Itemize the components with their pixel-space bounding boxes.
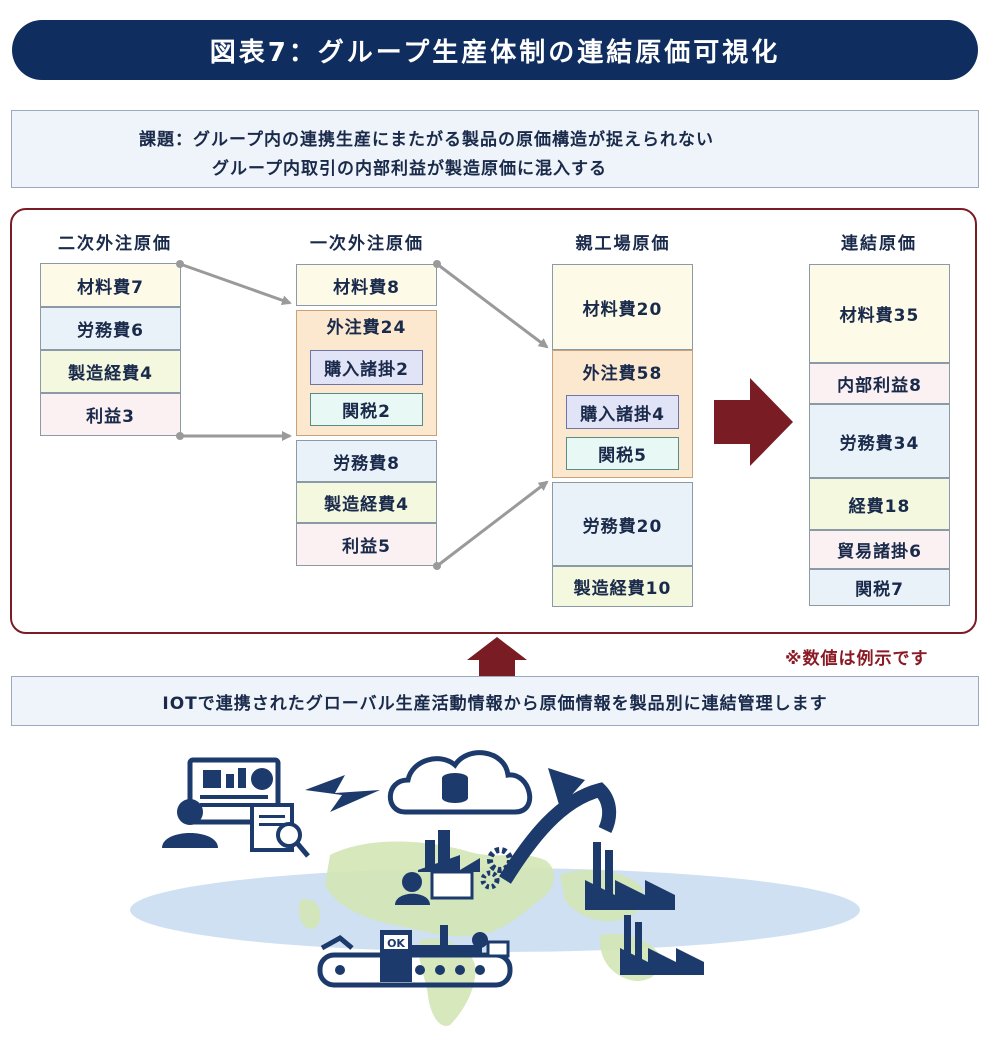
assembly-line-icon: OK — [317, 925, 513, 988]
upward-arrow — [467, 637, 527, 676]
issue-line-2: グループ内取引の内部利益が製造原価に混入する — [212, 159, 607, 179]
consolidated-tariff-cell: 関税7 — [809, 569, 950, 606]
analyst-desk-icon — [162, 757, 310, 858]
consolidated-trade-cell: 貿易諸掛6 — [809, 530, 950, 569]
cost-diagram-frame — [10, 208, 977, 634]
consolidated-expense-cell: 経費18 — [809, 478, 950, 530]
factory-icon-upper — [585, 842, 675, 910]
primary-outsourcing-label: 外注費24 — [326, 318, 407, 338]
primary-material-cell: 材料費8 — [296, 264, 437, 306]
factory-icon-lower — [620, 915, 704, 975]
primary-purchase-cell: 購入諸掛2 — [310, 350, 423, 385]
cloud-database-icon — [387, 750, 533, 815]
secondary-labor-cell: 労務費6 — [40, 307, 181, 350]
ok-sign: OK — [387, 937, 405, 950]
example-note: ※数値は例示です — [785, 649, 929, 669]
secondary-to-primary-arrow-top — [176, 260, 292, 306]
secondary-material-cell: 材料費7 — [40, 263, 181, 307]
primary-tariff-cell: 関税2 — [310, 393, 423, 426]
parent-outsourcing-label: 外注費58 — [582, 364, 663, 384]
secondary-cost-header: 二次外注原価 — [58, 234, 172, 254]
consolidated-labor-cell: 労務費34 — [809, 404, 950, 478]
parent-mfg-cell: 製造経費10 — [552, 566, 693, 607]
consolidated-material-cell: 材料費35 — [809, 264, 950, 363]
parent-purchase-cell: 購入諸掛4 — [566, 395, 679, 429]
secondary-to-primary-arrow-bottom — [176, 431, 292, 441]
consolidated-internal-profit-cell: 内部利益8 — [809, 363, 950, 404]
secondary-profit-cell: 利益3 — [40, 393, 181, 436]
issue-box: 課題：グループ内の連携生産にまたがる製品の原価構造が捉えられない グループ内取引… — [11, 110, 979, 188]
smart-factory-icon — [395, 830, 513, 905]
sync-arrow-icon — [499, 768, 617, 884]
secondary-mfg-cell: 製造経費4 — [40, 350, 181, 393]
issue-line-1: 課題：グループ内の連携生産にまたがる製品の原価構造が捉えられない — [139, 130, 714, 150]
primary-labor-cell: 労務費8 — [296, 440, 437, 482]
primary-mfg-cell: 製造経費4 — [296, 482, 437, 523]
parent-labor-cell: 労務費20 — [552, 482, 693, 566]
iot-caption: IOTで連携されたグローバル生産活動情報から原価情報を製品別に連結管理します — [11, 676, 979, 726]
lightning-icon — [305, 775, 380, 812]
parent-material-cell: 材料費20 — [552, 264, 693, 350]
primary-profit-cell: 利益5 — [296, 523, 437, 566]
consolidation-arrow-right — [714, 378, 793, 466]
primary-cost-header: 一次外注原価 — [310, 234, 424, 254]
parent-cost-header: 親工場原価 — [575, 234, 671, 254]
consolidated-cost-header: 連結原価 — [841, 234, 917, 254]
page-title: 図表7：グループ生産体制の連結原価可視化 — [12, 20, 978, 80]
primary-to-parent-arrow-top — [433, 260, 549, 349]
primary-to-parent-arrow-bottom — [433, 480, 549, 570]
parent-tariff-cell: 関税5 — [566, 437, 679, 470]
